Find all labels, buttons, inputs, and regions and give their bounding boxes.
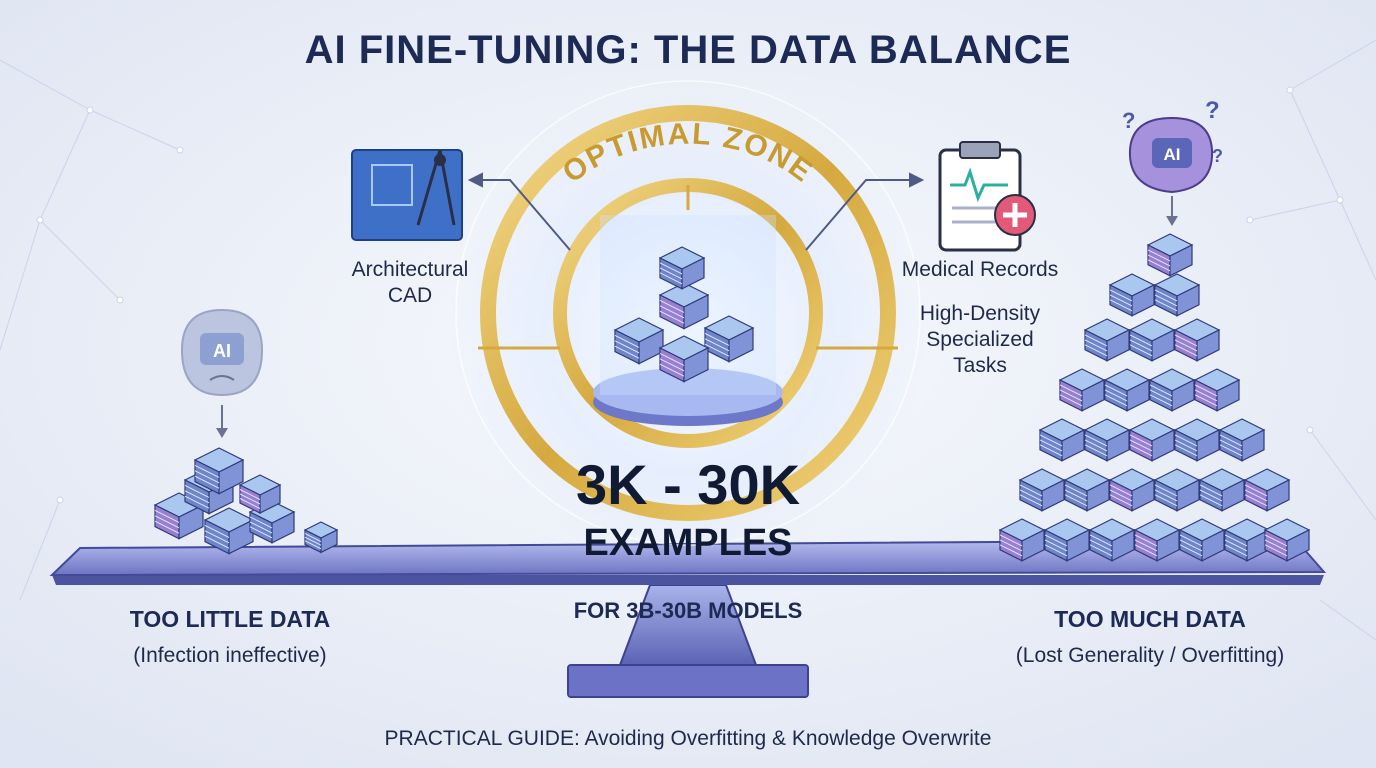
- connector-arrows: [467, 172, 925, 251]
- too-much-caption: (Lost Generality / Overfitting): [1015, 644, 1285, 667]
- data-cube: [1173, 418, 1221, 462]
- data-cube: [1178, 518, 1226, 562]
- task-note-line2: Specialized: [926, 328, 1034, 351]
- data-cube: [1103, 368, 1151, 412]
- data-cube: [203, 507, 255, 555]
- data-cube: [658, 282, 710, 330]
- task-note-line1: High-Density: [919, 302, 1041, 325]
- data-cube: [1243, 468, 1291, 512]
- data-cube: [1063, 468, 1111, 512]
- page-title: AI FINE-TUNING: THE DATA BALANCE: [304, 28, 1072, 72]
- scale-base: [567, 584, 809, 698]
- sad-ai-robot-icon: AI: [180, 308, 264, 438]
- data-cube: [193, 447, 245, 495]
- data-cube: [703, 315, 755, 363]
- data-cube: [1043, 518, 1091, 562]
- svg-text:AI: AI: [1164, 145, 1181, 164]
- large-data-pile: [998, 233, 1311, 562]
- data-cube: [658, 246, 706, 290]
- range-value: 3K - 30K: [575, 453, 801, 516]
- data-cube: [238, 474, 282, 514]
- medical-records-label: Medical Records: [901, 258, 1059, 281]
- data-cube: [1128, 318, 1176, 362]
- data-cube: [1083, 318, 1131, 362]
- confused-ai-brain-icon: AI ? ? ?: [1122, 97, 1223, 226]
- architectural-label-line2: CAD: [387, 284, 433, 307]
- svg-text:?: ?: [1205, 97, 1220, 124]
- small-data-pile: [153, 447, 339, 555]
- data-cube: [1193, 368, 1241, 412]
- data-cube: [1173, 318, 1221, 362]
- svg-text:?: ?: [1122, 108, 1135, 133]
- data-cube: [1223, 518, 1271, 562]
- data-cube: [1153, 273, 1201, 317]
- data-cube: [1083, 418, 1131, 462]
- data-cube: [1108, 273, 1156, 317]
- data-cube: [1108, 468, 1156, 512]
- data-cube: [613, 317, 665, 365]
- optimal-data-cubes: [613, 246, 755, 383]
- data-cube: [1263, 518, 1311, 562]
- data-cube: [1018, 468, 1066, 512]
- range-unit: EXAMPLES: [583, 522, 793, 564]
- data-cube: [998, 518, 1046, 562]
- data-cube: [1133, 518, 1181, 562]
- data-cube: [248, 500, 296, 544]
- svg-text:?: ?: [1212, 146, 1223, 166]
- too-little-heading: TOO LITTLE DATA: [129, 606, 331, 632]
- architectural-label-line1: Architectural: [351, 258, 469, 281]
- data-cube: [153, 492, 205, 540]
- svg-text:OPTIMAL ZONE: OPTIMAL ZONE: [557, 117, 820, 189]
- data-cube: [658, 335, 710, 383]
- clipboard-medical-icon: [938, 141, 1036, 252]
- model-size-label: FOR 3B-30B MODELS: [573, 598, 803, 623]
- blueprint-compass-icon: [351, 149, 463, 241]
- data-cube: [1218, 418, 1266, 462]
- data-cube: [1148, 368, 1196, 412]
- footer-text: PRACTICAL GUIDE: Avoiding Overfitting & …: [384, 727, 992, 750]
- data-cube: [1128, 418, 1176, 462]
- too-much-heading: TOO MUCH DATA: [1054, 606, 1246, 632]
- center-glow: [448, 90, 928, 570]
- optimal-zone-label: OPTIMAL ZONE: [557, 117, 820, 189]
- data-cube: [1198, 468, 1246, 512]
- optimal-zone-text: OPTIMAL ZONE: [557, 117, 818, 189]
- data-cube: [1146, 233, 1194, 277]
- task-note-line3: Tasks: [953, 354, 1007, 377]
- optimal-zone-ring: [455, 80, 921, 546]
- data-cube: [1058, 368, 1106, 412]
- svg-text:AI: AI: [213, 341, 231, 361]
- network-decoration: [0, 39, 1376, 641]
- too-little-caption: (Infection ineffective): [133, 644, 327, 667]
- data-cube: [1038, 418, 1086, 462]
- data-cube: [303, 521, 339, 554]
